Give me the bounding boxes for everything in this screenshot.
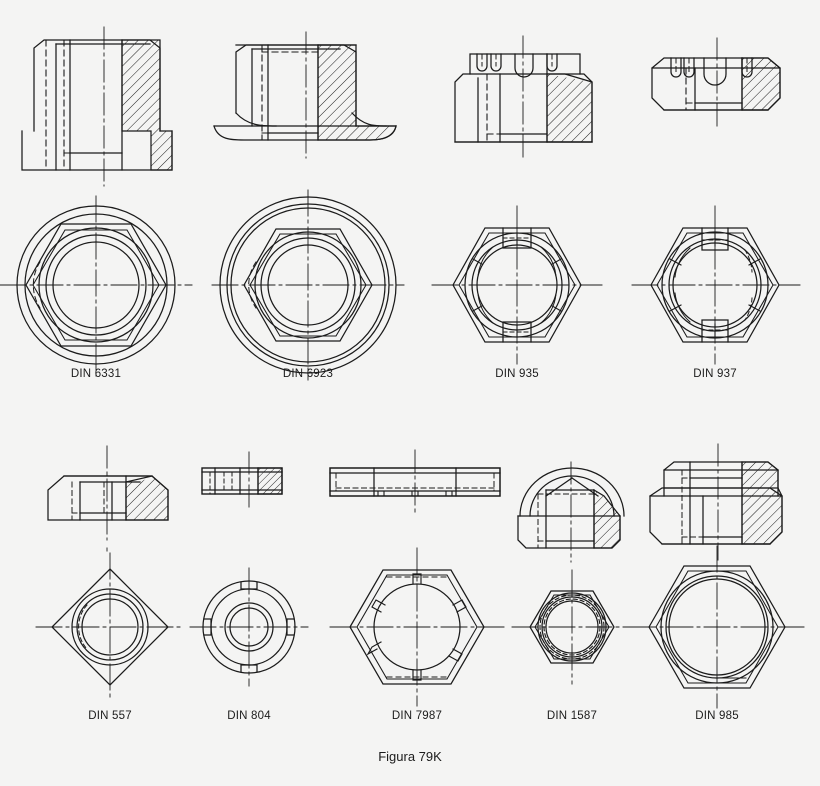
din985-plan bbox=[629, 545, 807, 709]
part-label-din-6923: DIN 6923 bbox=[282, 368, 334, 380]
din1587-plan bbox=[511, 569, 633, 685]
din985-elevation bbox=[649, 443, 783, 561]
part-label-din-557: DIN 557 bbox=[88, 710, 132, 722]
din557-elevation bbox=[47, 445, 169, 552]
din6923-plan bbox=[211, 189, 405, 381]
din937-elevation bbox=[651, 37, 781, 131]
din6923-elevation bbox=[213, 31, 397, 159]
part-label-din-937: DIN 937 bbox=[693, 368, 737, 380]
part-label-din-804: DIN 804 bbox=[227, 710, 271, 722]
din557-plan bbox=[35, 552, 185, 702]
din804-plan bbox=[189, 567, 309, 687]
din6331-elevation bbox=[21, 26, 173, 187]
part-label-din-985: DIN 985 bbox=[695, 710, 739, 722]
part-label-din-1587: DIN 1587 bbox=[546, 710, 598, 722]
part-label-din-7987: DIN 7987 bbox=[391, 710, 443, 722]
din7987-plan bbox=[329, 547, 505, 707]
din6331-plan bbox=[0, 195, 193, 377]
figure-caption: Figura 79K bbox=[378, 749, 442, 764]
part-label-din-6331: DIN 6331 bbox=[70, 368, 122, 380]
din1587-elevation bbox=[517, 461, 625, 563]
din7987-elevation bbox=[329, 449, 501, 517]
part-label-din-935: DIN 935 bbox=[495, 368, 539, 380]
din937-plan bbox=[631, 205, 801, 365]
din804-elevation bbox=[201, 451, 283, 509]
din935-elevation bbox=[454, 35, 593, 159]
din935-plan bbox=[431, 205, 603, 365]
